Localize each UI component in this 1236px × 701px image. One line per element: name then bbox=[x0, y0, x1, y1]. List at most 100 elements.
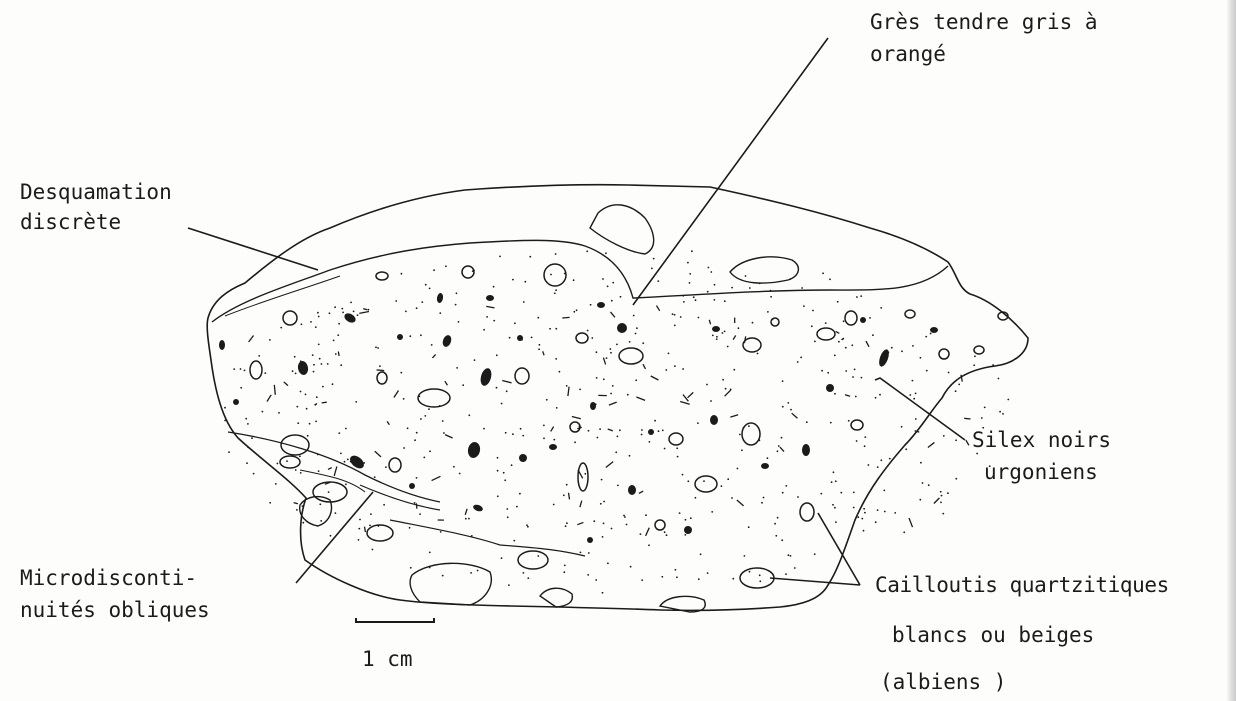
stipple-dot bbox=[834, 507, 836, 509]
desquamation-flake bbox=[590, 205, 654, 254]
stipple-dot bbox=[602, 536, 604, 538]
stipple-dot bbox=[345, 483, 347, 485]
black-silex bbox=[802, 444, 810, 456]
grain-dash bbox=[334, 467, 337, 476]
grain-dash bbox=[580, 501, 582, 508]
stipple-dot bbox=[328, 491, 330, 493]
stipple-dot bbox=[834, 355, 836, 357]
grain-dash bbox=[328, 468, 332, 470]
stipple-dot bbox=[981, 417, 983, 419]
white-pebble bbox=[280, 456, 300, 468]
stipple-dot bbox=[529, 256, 531, 258]
stipple-dot bbox=[930, 333, 932, 335]
stipple-dot bbox=[913, 398, 915, 400]
grain-dash bbox=[359, 312, 369, 314]
stipple-dot bbox=[377, 347, 379, 349]
stipple-dot bbox=[588, 430, 590, 432]
stipple-dot bbox=[350, 302, 352, 304]
stipple-dot bbox=[854, 369, 856, 371]
grain-dash bbox=[445, 381, 448, 385]
stipple-dot bbox=[857, 516, 859, 518]
stipple-dot bbox=[602, 592, 604, 594]
grain-dash bbox=[322, 402, 327, 403]
stipple-dot bbox=[790, 555, 792, 557]
stipple-dot bbox=[658, 430, 660, 432]
stipple-dot bbox=[788, 554, 790, 556]
stipple-dot bbox=[684, 534, 686, 536]
stipple-dot bbox=[342, 312, 344, 314]
stipple-dot bbox=[420, 334, 422, 336]
stipple-dot bbox=[864, 445, 866, 447]
black-silex bbox=[860, 317, 866, 323]
stipple-dot bbox=[958, 384, 960, 386]
stipple-dot bbox=[617, 485, 619, 487]
stipple-dot bbox=[620, 296, 622, 298]
stipple-dot bbox=[322, 386, 324, 388]
stipple-dot bbox=[508, 584, 510, 586]
stipple-dot bbox=[245, 418, 247, 420]
stipple-dot bbox=[955, 439, 957, 441]
stipple-dot bbox=[563, 571, 565, 573]
stipple-dot bbox=[573, 311, 575, 313]
stipple-dot bbox=[789, 278, 791, 280]
stipple-dot bbox=[928, 484, 930, 486]
grain-dash bbox=[966, 440, 969, 445]
grain-dash bbox=[845, 395, 850, 396]
stipple-dot bbox=[940, 491, 942, 493]
stipple-dot bbox=[329, 312, 331, 314]
black-silex bbox=[472, 503, 483, 512]
white-pebble bbox=[313, 482, 347, 502]
stipple-dot bbox=[636, 327, 638, 329]
scale-label: 1 cm bbox=[362, 647, 413, 671]
stipple-dot bbox=[407, 427, 409, 429]
stipple-dot bbox=[619, 429, 621, 431]
stipple-dot bbox=[875, 397, 877, 399]
stipple-dot bbox=[554, 292, 556, 294]
stipple-dot bbox=[409, 527, 411, 529]
grain-dash bbox=[609, 402, 617, 405]
stipple-dot bbox=[748, 425, 750, 427]
stipple-dot bbox=[443, 432, 445, 434]
stipple-dot bbox=[853, 507, 855, 509]
stipple-dot bbox=[470, 572, 472, 574]
white-pebble bbox=[544, 264, 566, 286]
stipple-dot bbox=[555, 328, 557, 330]
stipple-dot bbox=[610, 352, 612, 354]
grain-dash bbox=[608, 429, 613, 431]
stipple-dot bbox=[300, 391, 302, 393]
stipple-dot bbox=[269, 339, 271, 341]
stipple-dot bbox=[258, 355, 260, 357]
stipple-dot bbox=[597, 437, 599, 439]
stipple-dot bbox=[555, 253, 557, 255]
stipple-dot bbox=[665, 369, 667, 371]
scale-bar bbox=[356, 618, 434, 622]
stipple-dot bbox=[300, 472, 302, 474]
stipple-dot bbox=[687, 262, 689, 264]
stipple-dot bbox=[875, 521, 877, 523]
stipple-dot bbox=[401, 273, 403, 275]
stipple-dot bbox=[894, 512, 896, 514]
stipple-dot bbox=[737, 468, 739, 470]
stipple-dot bbox=[635, 333, 637, 335]
stipple-dot bbox=[687, 480, 689, 482]
grain-dash bbox=[928, 442, 935, 447]
stipple-dot bbox=[505, 432, 507, 434]
stipple-dot bbox=[471, 535, 473, 537]
stipple-dot bbox=[649, 441, 651, 443]
stipple-dot bbox=[527, 577, 529, 579]
dot-group bbox=[224, 250, 1009, 593]
stipple-dot bbox=[657, 280, 659, 282]
stipple-dot bbox=[629, 341, 631, 343]
stipple-dot bbox=[814, 341, 816, 343]
stipple-dot bbox=[247, 446, 249, 448]
grain-dash bbox=[432, 476, 441, 480]
stipple-dot bbox=[903, 531, 905, 533]
stipple-dot bbox=[553, 439, 555, 441]
stipple-dot bbox=[421, 301, 423, 303]
stipple-dot bbox=[555, 358, 557, 360]
stipple-dot bbox=[546, 399, 548, 401]
white-pebble bbox=[695, 476, 717, 492]
desquamation-crust-inner bbox=[225, 276, 340, 316]
stipple-dot bbox=[703, 480, 705, 482]
